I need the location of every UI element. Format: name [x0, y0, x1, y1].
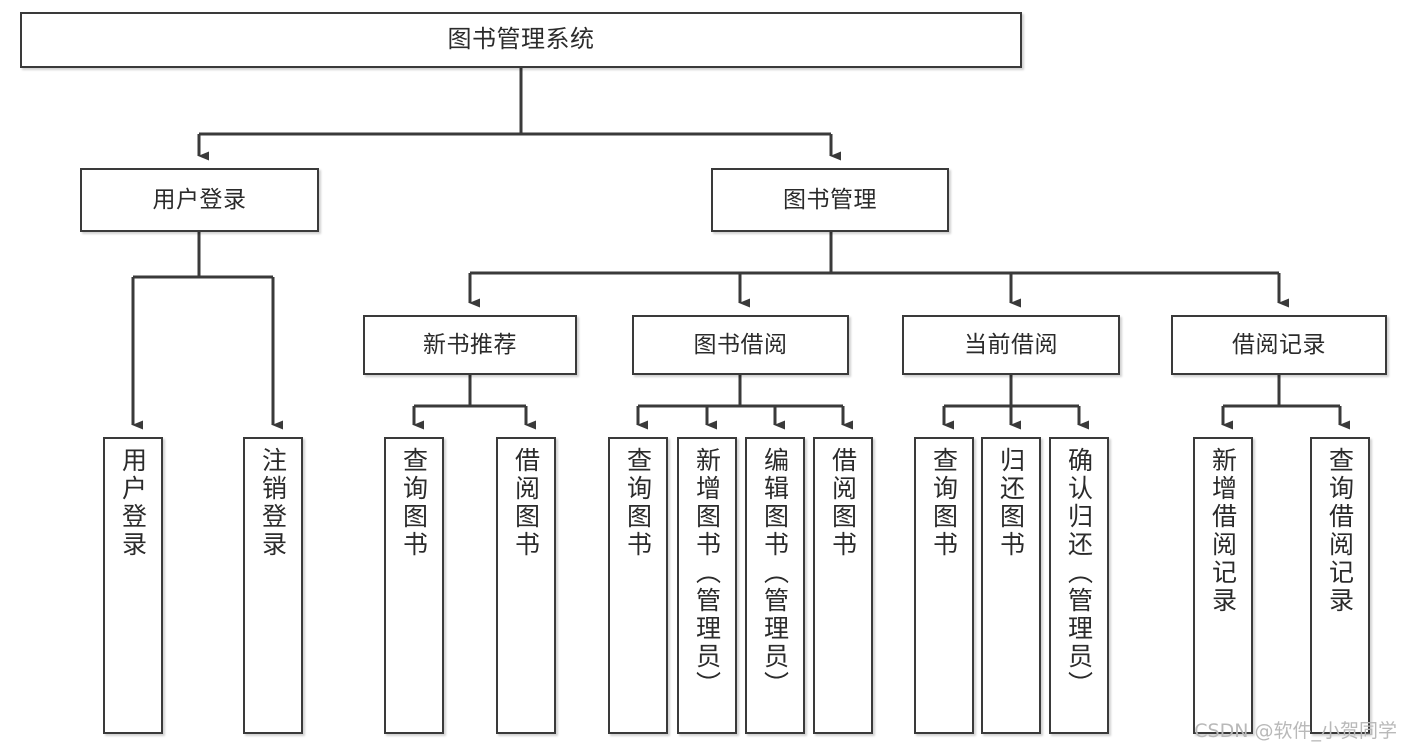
leaf-current-confirm-return-admin[interactable]: 确认归还（管理员）	[1049, 437, 1109, 734]
node-label: 图书管理	[783, 186, 877, 213]
node-label: 查询图书	[929, 447, 959, 559]
node-label: 查询图书	[623, 447, 653, 559]
node-label: 确认归还（管理员）	[1064, 447, 1094, 699]
node-new-book-recommend[interactable]: 新书推荐	[363, 315, 577, 375]
node-label: 新书推荐	[423, 331, 517, 358]
node-book-management[interactable]: 图书管理	[711, 168, 949, 232]
node-label: 借阅记录	[1232, 331, 1326, 358]
node-label: 当前借阅	[964, 331, 1058, 358]
node-user-login[interactable]: 用户登录	[80, 168, 319, 232]
node-label: 注销登录	[258, 447, 288, 559]
node-label: 查询图书	[399, 447, 429, 559]
leaf-user-login[interactable]: 用户登录	[103, 437, 163, 734]
node-label: 查询借阅记录	[1325, 447, 1355, 615]
node-current-borrow[interactable]: 当前借阅	[902, 315, 1120, 375]
leaf-borrow-query-book[interactable]: 查询图书	[608, 437, 668, 734]
node-label: 借阅图书	[511, 447, 541, 559]
node-label: 新增图书（管理员）	[692, 447, 722, 699]
node-book-borrow[interactable]: 图书借阅	[632, 315, 849, 375]
node-label: 新增借阅记录	[1208, 447, 1238, 615]
node-label: 编辑图书（管理员）	[760, 447, 790, 699]
node-label: 归还图书	[996, 447, 1026, 559]
node-borrow-record[interactable]: 借阅记录	[1171, 315, 1387, 375]
leaf-record-add-borrow-record[interactable]: 新增借阅记录	[1193, 437, 1253, 734]
leaf-recommend-borrow-book[interactable]: 借阅图书	[496, 437, 556, 734]
leaf-borrow-edit-book-admin[interactable]: 编辑图书（管理员）	[745, 437, 805, 734]
node-label: 图书管理系统	[447, 25, 595, 54]
node-root-book-management-system[interactable]: 图书管理系统	[20, 12, 1022, 68]
leaf-recommend-query-book[interactable]: 查询图书	[384, 437, 444, 734]
leaf-borrow-add-book-admin[interactable]: 新增图书（管理员）	[677, 437, 737, 734]
leaf-record-query-borrow-record[interactable]: 查询借阅记录	[1310, 437, 1370, 734]
leaf-current-return-book[interactable]: 归还图书	[981, 437, 1041, 734]
node-label: 用户登录	[118, 447, 148, 559]
node-label: 图书借阅	[693, 331, 788, 358]
leaf-current-query-book[interactable]: 查询图书	[914, 437, 974, 734]
leaf-borrow-borrow-book[interactable]: 借阅图书	[813, 437, 873, 734]
node-label: 用户登录	[152, 186, 247, 213]
node-label: 借阅图书	[828, 447, 858, 559]
leaf-logout[interactable]: 注销登录	[243, 437, 303, 734]
